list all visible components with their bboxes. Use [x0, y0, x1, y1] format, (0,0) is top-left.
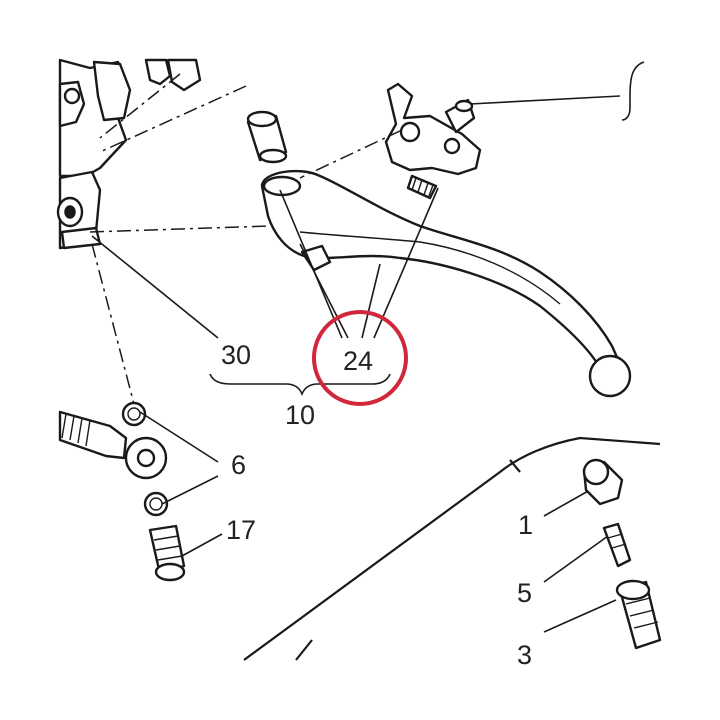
bushing-part: [246, 110, 288, 164]
adjuster-bracket: [384, 82, 482, 176]
continuation-mark: [621, 61, 645, 121]
callout-24: 24: [343, 346, 373, 376]
callout-30: 30: [221, 340, 251, 370]
callout-3: 3: [517, 640, 532, 670]
callout-10: 10: [285, 400, 315, 430]
banjo-bolt: [148, 524, 186, 582]
callout-1: 1: [518, 510, 533, 540]
master-cylinder: [56, 58, 202, 250]
bleed-cap: [582, 458, 624, 506]
bleed-screw: [602, 522, 632, 568]
highlight-circle: [312, 310, 408, 406]
leader-lines: [91, 95, 621, 633]
adapter-fitting: [615, 579, 662, 650]
banjo-fitting: [58, 401, 169, 517]
assembly-axes: [89, 73, 403, 405]
callout-6: 6: [231, 450, 246, 480]
brake-lever: [260, 169, 632, 398]
adjuster-spring: [406, 174, 438, 200]
inset-frame: [243, 436, 661, 661]
group-brace: [209, 373, 391, 397]
callout-5: 5: [517, 578, 532, 608]
callout-17: 17: [226, 515, 256, 545]
